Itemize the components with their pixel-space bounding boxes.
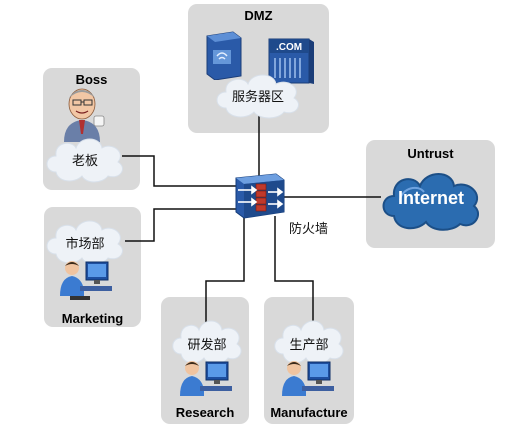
- dmz-title: DMZ: [244, 8, 273, 23]
- dmz-cloud: [216, 74, 299, 119]
- marketing-cloud-label: 市场部: [65, 237, 105, 252]
- boss-title: Boss: [75, 72, 108, 87]
- manufacture-title: Manufacture: [270, 405, 348, 420]
- web-server-icon: .COM: [268, 38, 314, 84]
- manufacture-worker-icon: [282, 361, 334, 396]
- boss-cloud-label: 老板: [71, 154, 98, 169]
- marketing-worker-icon: [60, 261, 112, 300]
- marketing-cloud: [46, 220, 123, 265]
- research-worker-icon: [180, 361, 232, 396]
- manufacture-cloud: [274, 320, 344, 365]
- firewall-label: 防火墙: [289, 222, 329, 237]
- server-icon: [206, 31, 242, 80]
- boss-person-icon: [64, 88, 105, 142]
- internet-cloud-icon: [382, 173, 479, 231]
- com-label: .COM: [276, 42, 302, 53]
- internet-label: Internet: [397, 188, 464, 208]
- research-title: Research: [175, 405, 235, 420]
- firewall-icon: [235, 173, 285, 219]
- research-cloud-label: 研发部: [187, 338, 227, 353]
- boss-cloud: [46, 138, 123, 183]
- research-zone: [161, 297, 249, 424]
- marketing-title: Marketing: [61, 311, 124, 326]
- manufacture-cloud-label: 生产部: [289, 338, 329, 353]
- dmz-cloud-label: 服务器区: [231, 90, 284, 105]
- research-cloud: [172, 320, 242, 365]
- untrust-title: Untrust: [407, 146, 454, 161]
